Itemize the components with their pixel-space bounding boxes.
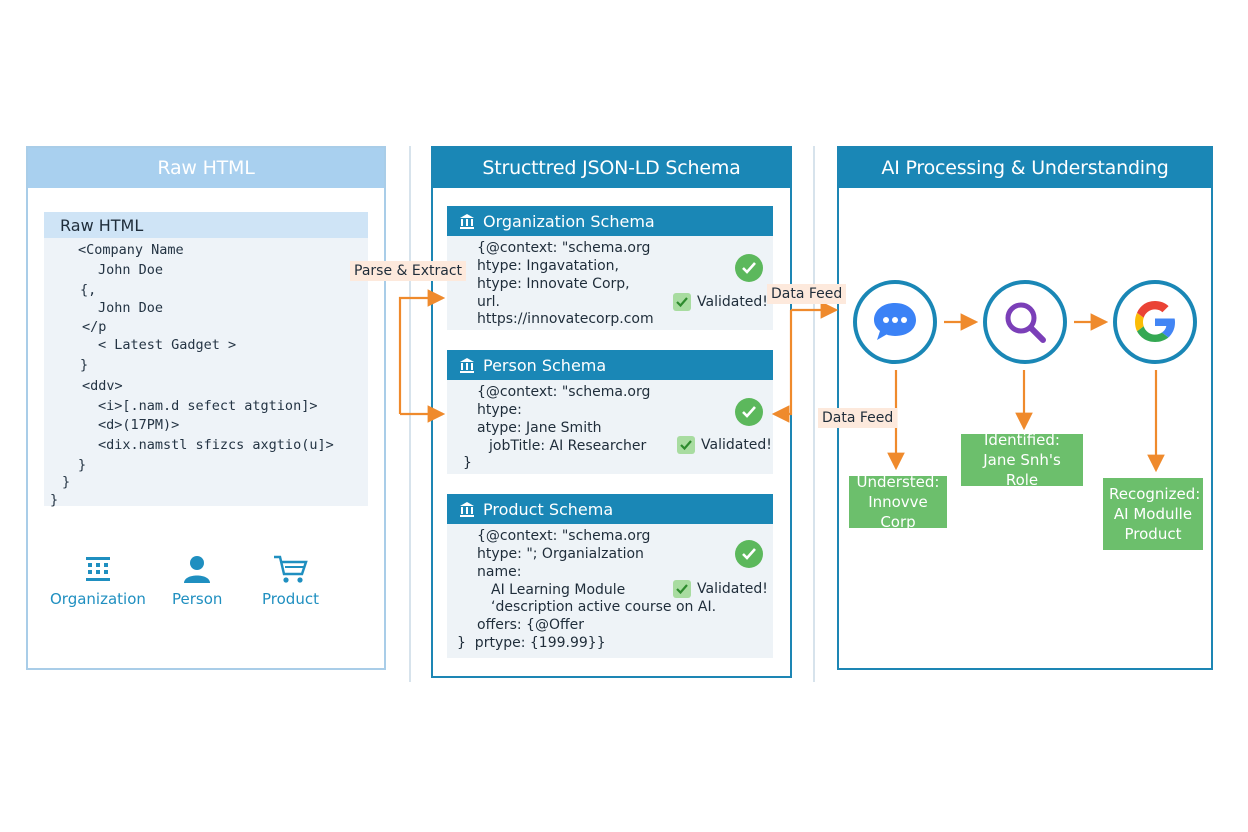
checkbox-icon — [677, 436, 695, 454]
building-icon — [460, 502, 474, 517]
legend-person: Person — [172, 554, 222, 608]
cart-icon — [274, 555, 309, 583]
result-line: Product — [1124, 525, 1182, 543]
card-line: atype: Jane Smith — [477, 420, 602, 436]
legend-label: Product — [262, 590, 319, 608]
card-line: {@context: "schema.org — [477, 528, 651, 544]
code-line: <ddv> — [82, 378, 123, 394]
card-line: ‘description active course on AI. — [491, 599, 717, 615]
code-line: } — [62, 474, 71, 490]
code-line: } — [50, 492, 59, 508]
card-line: {@context: "schema.org — [477, 384, 651, 400]
card-line: } — [463, 455, 472, 471]
organization-icon — [85, 557, 110, 581]
code-line: <Company Name — [78, 242, 184, 258]
ai-node-chat — [853, 280, 937, 364]
chat-bubble-icon — [874, 303, 916, 340]
legend-organization: Organization — [50, 554, 146, 608]
organization-schema-card: Organization Schema {@context: "schema.o… — [447, 206, 773, 330]
result-recognized: Recognized: AI Modulle Product — [1103, 478, 1203, 550]
search-icon — [1005, 302, 1046, 343]
code-line: {, — [80, 282, 97, 298]
validated-label: Validated! — [701, 437, 772, 453]
code-line: <i>[.nam.d sefect atgtion]> — [98, 398, 318, 414]
code-line: </p — [82, 319, 107, 335]
check-circle-icon — [735, 540, 763, 568]
validated-badge: Validated! — [673, 580, 768, 598]
code-line: } — [78, 457, 87, 473]
card-line: } prtype: {199.99}} — [457, 635, 606, 651]
card-line: htype: "; Organialzation — [477, 546, 644, 562]
card-header: Person Schema — [447, 350, 773, 380]
data-feed-label: Data Feed — [818, 408, 898, 428]
person-schema-card: Person Schema {@context: "schema.org hty… — [447, 350, 773, 474]
card-line: name: — [477, 564, 522, 580]
result-line: Identified: — [984, 431, 1060, 449]
data-feed-label: Data Feed — [767, 284, 847, 304]
google-icon — [1135, 301, 1175, 342]
card-line: htype: — [477, 402, 522, 418]
legend-label: Organization — [50, 590, 146, 608]
legend-label: Person — [172, 590, 223, 608]
card-line: url. — [477, 294, 500, 310]
ai-node-google — [1113, 280, 1197, 364]
code-line: } — [80, 357, 89, 373]
result-understood: Understed: Innovve Corp — [849, 473, 947, 531]
schema-panel-title: Structtred JSON-LD Schema — [433, 148, 790, 188]
building-icon — [460, 214, 474, 229]
validated-badge: Validated! — [673, 293, 768, 311]
check-circle-icon — [735, 254, 763, 282]
checkbox-icon — [673, 293, 691, 311]
raw-html-panel-title: Raw HTML — [28, 148, 384, 188]
result-identified: Identified: Jane Snh's Role — [961, 431, 1083, 489]
result-line: Understed: — [856, 473, 940, 491]
validated-label: Validated! — [697, 294, 768, 310]
code-line: John Doe — [98, 262, 164, 278]
raw-html-panel: Raw HTML Raw HTML <Company Name John Doe… — [26, 146, 386, 670]
divider-left — [409, 146, 411, 682]
result-line: Innovve Corp — [868, 493, 928, 531]
ai-node-search — [983, 280, 1067, 364]
card-line: https://innovatecorp.com — [477, 311, 654, 327]
legend-product: Product — [262, 554, 319, 608]
divider-right — [813, 146, 815, 682]
code-box-title: Raw HTML — [44, 212, 368, 238]
validated-badge: Validated! — [677, 436, 772, 454]
card-line: jobTitle: AI Researcher — [489, 438, 647, 454]
result-line: AI Modulle — [1113, 505, 1193, 523]
raw-html-code-box: Raw HTML <Company Name John Doe {, John … — [44, 212, 368, 508]
validated-label: Validated! — [697, 581, 768, 597]
card-title: Product Schema — [483, 499, 614, 519]
card-line: {@context: "schema.org — [477, 240, 651, 256]
result-line: Recognized: — [1109, 485, 1201, 503]
product-schema-card: Product Schema {@context: "schema.org ht… — [447, 494, 773, 658]
card-line: htype: Innovate Corp, — [477, 276, 630, 292]
card-line: htype: Ingavatation, — [477, 258, 619, 274]
card-title: Organization Schema — [483, 211, 655, 231]
ai-panel-title: AI Processing & Understanding — [839, 148, 1211, 188]
person-icon — [184, 556, 211, 583]
checkbox-icon — [673, 580, 691, 598]
schema-panel: Structtred JSON-LD Schema Organization S… — [431, 146, 792, 678]
card-header: Organization Schema — [447, 206, 773, 236]
code-line: John Doe — [98, 300, 164, 316]
card-header: Product Schema — [447, 494, 773, 524]
code-line: <dix.namstl sfizcs axgtio(u]> — [98, 437, 334, 453]
code-line: <d>(17PM)> — [98, 417, 180, 433]
parse-extract-label: Parse & Extract — [350, 261, 467, 281]
card-line: AI Learning Module — [491, 582, 626, 598]
building-icon — [460, 358, 474, 373]
card-title: Person Schema — [483, 355, 607, 375]
check-circle-icon — [735, 398, 763, 426]
card-line: offers: {@Offer — [477, 617, 584, 633]
result-line: Jane Snh's Role — [983, 451, 1061, 489]
code-line: < Latest Gadget > — [98, 337, 237, 353]
